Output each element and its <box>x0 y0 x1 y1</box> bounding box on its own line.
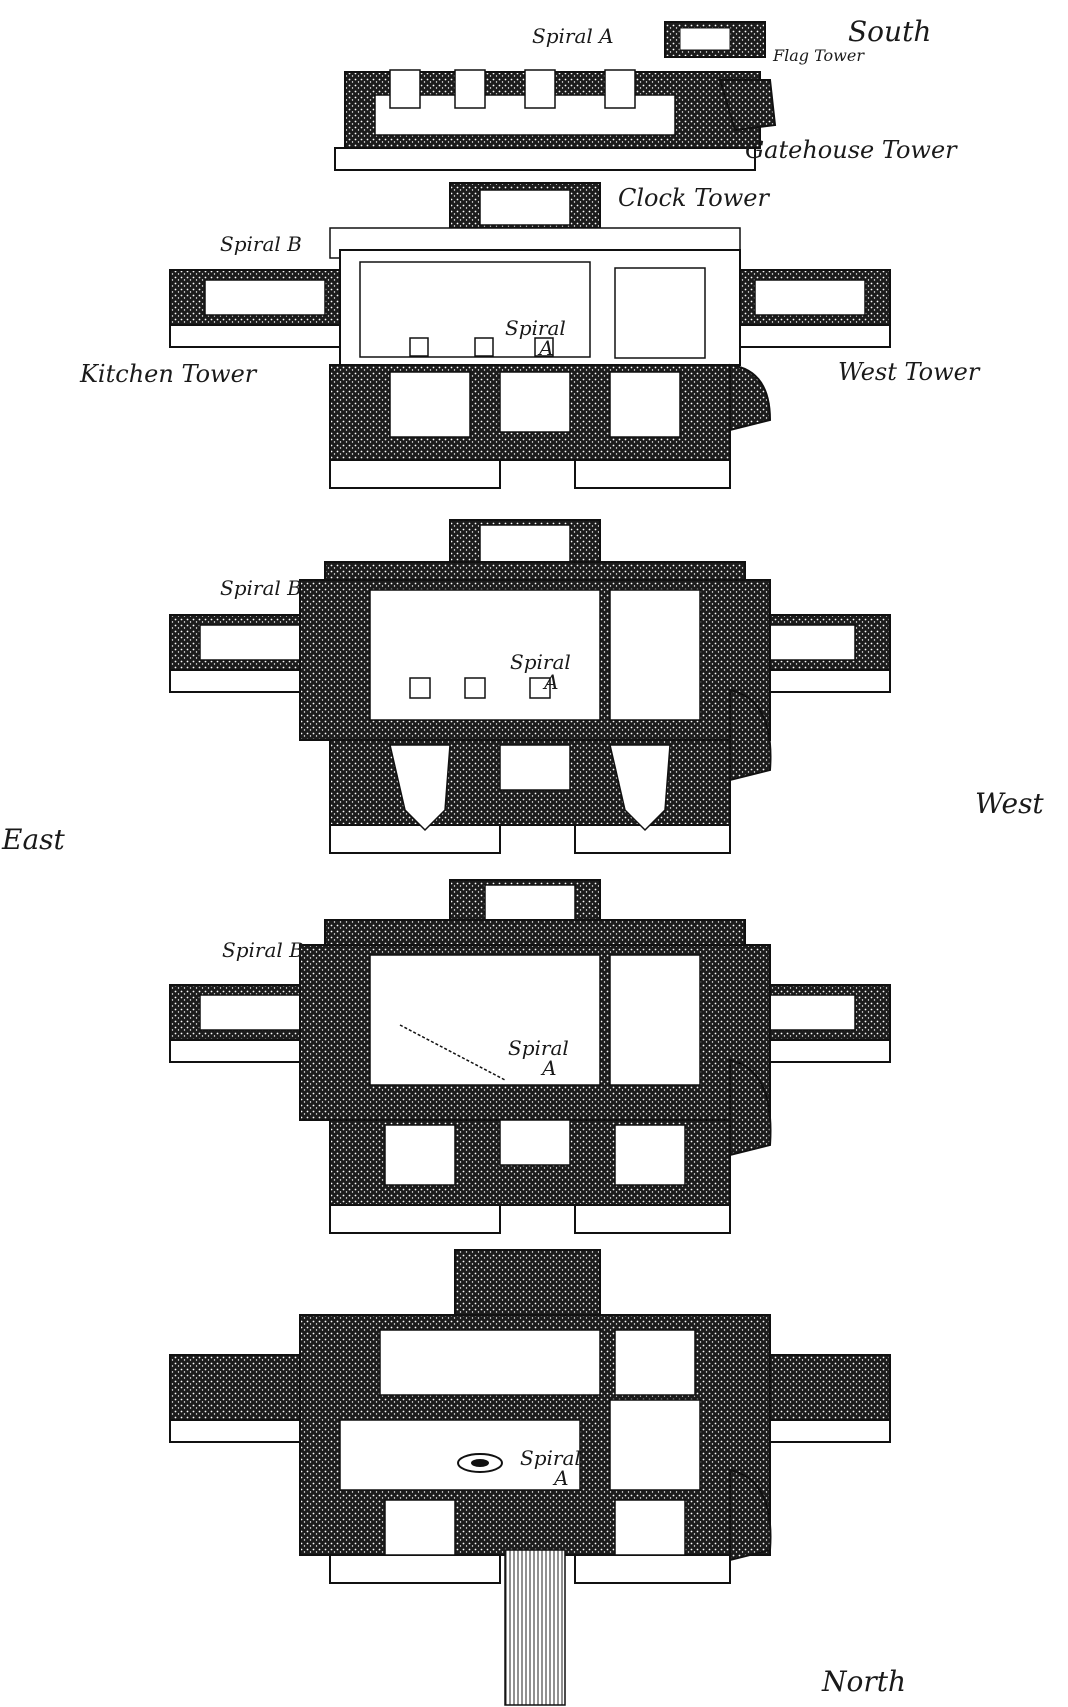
level-middle <box>169 519 891 854</box>
spiral-word: Spiral <box>520 1446 581 1470</box>
spiral-word: Spiral <box>510 650 571 674</box>
spiral-a-top-label: Spiral A <box>532 24 614 48</box>
flag-tower-label: Flag Tower <box>773 46 864 65</box>
compass-east-label: East <box>2 823 65 856</box>
compass-south-label: South <box>848 15 932 48</box>
spiral-a-label-level2: Spiral A <box>505 318 566 358</box>
level-upper <box>169 182 891 489</box>
spiral-a-label-level3: Spiral A <box>510 652 571 692</box>
compass-west-label: West <box>975 787 1044 820</box>
spiral-word: Spiral <box>508 1036 569 1060</box>
spiral-b-label-level3: Spiral B <box>220 576 302 600</box>
level-roof <box>334 21 777 171</box>
spiral-letter: A <box>554 1466 569 1490</box>
spiral-b-label-level4: Spiral B <box>222 938 304 962</box>
spiral-a-label-level4: Spiral A <box>508 1038 569 1078</box>
spiral-b-label-level2: Spiral B <box>220 232 302 256</box>
west-tower-label: West Tower <box>838 358 980 386</box>
gatehouse-tower-label: Gatehouse Tower <box>745 136 957 164</box>
compass-north-label: North <box>822 1665 907 1698</box>
level-lower <box>169 879 891 1234</box>
spiral-a-label-ground: Spiral A <box>520 1448 581 1488</box>
clock-tower-label: Clock Tower <box>618 184 769 212</box>
spiral-letter: A <box>539 336 554 360</box>
spiral-letter: A <box>544 670 559 694</box>
spiral-letter: A <box>542 1056 557 1080</box>
kitchen-tower-label: Kitchen Tower <box>80 360 257 388</box>
spiral-word: Spiral <box>505 316 566 340</box>
level-ground <box>169 1249 891 1706</box>
